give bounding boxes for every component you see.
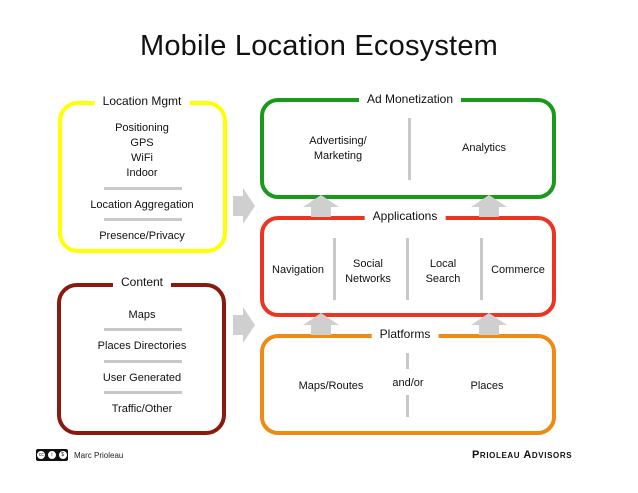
right-arrow-icon [233,188,255,224]
up-arrow-icon [471,313,507,335]
separator [333,238,336,300]
wifi-text: WiFi [131,152,153,164]
author-name: Marc Prioleau [74,450,124,460]
places-directories-text: Places Directories [97,340,187,352]
commerce-text: Commerce [491,264,545,276]
separator [104,360,182,363]
positioning-text: Positioning [115,122,169,134]
separator [104,391,182,394]
separator [480,238,483,300]
presence-privacy-text: Presence/Privacy [99,230,185,242]
social-text: Social [353,258,383,270]
user-generated-text: User Generated [102,372,182,384]
right-arrow-icon [233,307,255,343]
traffic-other-text: Traffic/Other [111,403,173,415]
separator [406,238,409,300]
separator [104,218,182,221]
separator [406,395,409,417]
advertising-text: Advertising/ [309,135,367,147]
location-mgmt-label: Location Mgmt [94,94,190,108]
analytics-text: Analytics [461,142,507,154]
up-arrow-icon [471,195,507,217]
up-arrow-icon [303,195,339,217]
company-name: Prioleau Advisors [472,449,573,461]
platforms-label: Platforms [371,327,439,341]
networks-text: Networks [345,273,391,285]
indoor-text: Indoor [126,167,158,179]
local-text: Local [429,258,457,270]
applications-label: Applications [364,209,446,223]
ad-monetization-label: Ad Monetization [358,92,462,106]
separator [104,187,182,190]
places-text: Places [470,380,504,392]
navigation-text: Navigation [272,264,324,276]
separator [406,353,409,369]
maps-routes-text: Maps/Routes [298,380,364,392]
separator [104,328,182,331]
content-label: Content [112,275,172,289]
and-or-text: and/or [392,377,424,389]
location-aggregation-text: Location Aggregation [90,199,194,211]
gps-text: GPS [130,137,154,149]
up-arrow-icon [303,313,339,335]
search-text: Search [425,273,461,285]
separator [408,118,411,180]
maps-text: Maps [128,309,156,321]
marketing-text: Marketing [313,150,363,162]
diagram-title: Mobile Location Ecosystem [140,30,498,62]
